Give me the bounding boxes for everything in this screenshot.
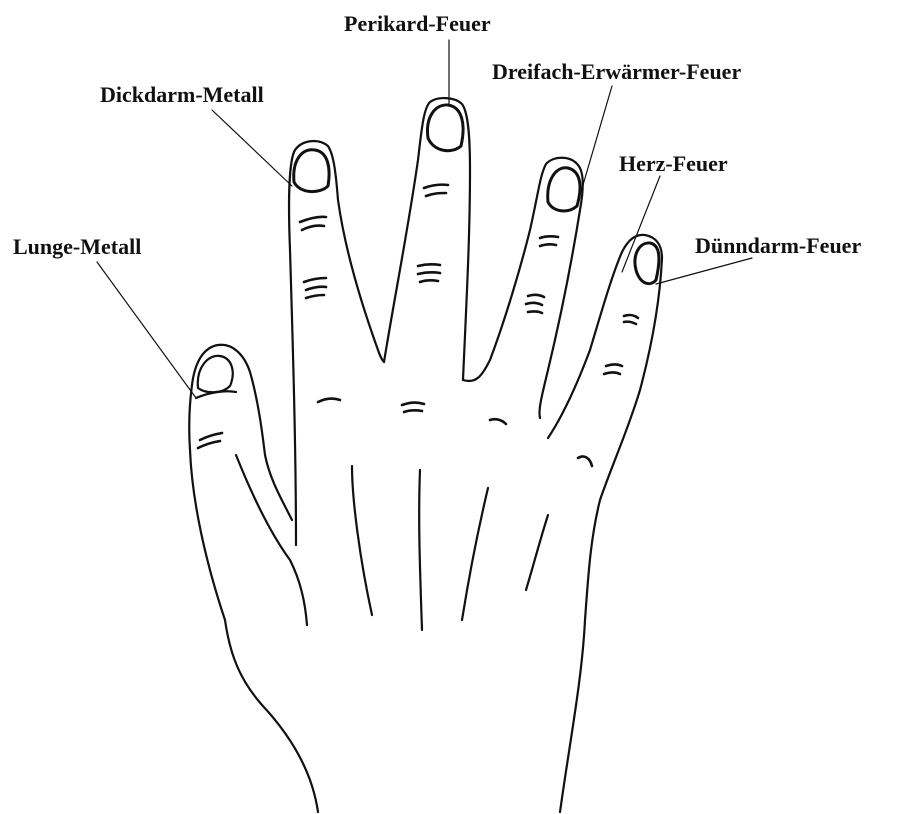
hand-outline xyxy=(189,98,662,812)
leader-duenndarm xyxy=(656,258,752,284)
knuckle-creases xyxy=(198,185,638,466)
label-herz-feuer: Herz-Feuer xyxy=(619,153,728,175)
leader-dreifach xyxy=(578,86,612,202)
leader-herz xyxy=(622,176,660,272)
label-dreifach-erwaermer-feuer: Dreifach-Erwärmer-Feuer xyxy=(492,61,741,83)
label-lunge-metall: Lunge-Metall xyxy=(13,236,141,258)
label-perikard-feuer: Perikard-Feuer xyxy=(344,13,491,35)
leader-dickdarm xyxy=(212,110,292,186)
label-duenndarm-feuer: Dünndarm-Feuer xyxy=(695,235,861,257)
tendon-lines xyxy=(352,466,548,630)
little-nail xyxy=(635,243,659,284)
index-nail xyxy=(294,150,329,192)
ring-nail xyxy=(548,168,580,211)
label-dickdarm-metall: Dickdarm-Metall xyxy=(100,84,264,106)
thumb-nail xyxy=(198,356,233,392)
middle-nail xyxy=(428,105,464,151)
leader-lunge xyxy=(97,262,196,398)
